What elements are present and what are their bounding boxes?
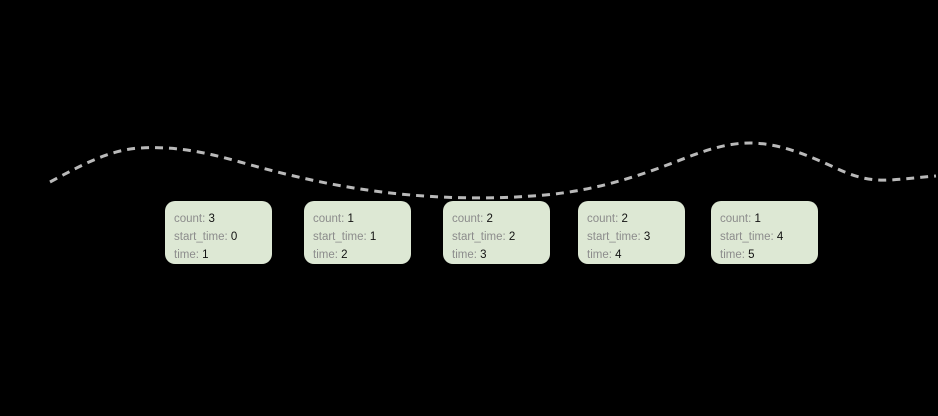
field-line: count: 2 xyxy=(452,210,550,228)
field-line: count: 1 xyxy=(313,210,411,228)
field-value: 2 xyxy=(621,213,628,225)
field-line: count: 2 xyxy=(587,210,685,228)
field-key: count: xyxy=(313,213,345,225)
field-value: 2 xyxy=(508,231,516,243)
field-key: time: xyxy=(452,249,477,261)
field-value: 2 xyxy=(341,249,348,261)
field-line: start_time: 3 xyxy=(587,228,685,246)
field-value: 0 xyxy=(230,231,238,243)
field-value: 3 xyxy=(208,213,215,225)
field-value: 1 xyxy=(369,231,377,243)
field-value: 4 xyxy=(615,249,622,261)
field-line: start_time: 0 xyxy=(174,228,272,246)
field-line: start_time: 2 xyxy=(452,228,550,246)
field-key: count: xyxy=(452,213,484,225)
field-value: 3 xyxy=(643,231,651,243)
field-line: start_time: 1 xyxy=(313,228,411,246)
field-value: 1 xyxy=(347,213,354,225)
field-line: time: 2 xyxy=(313,246,411,264)
field-line: count: 3 xyxy=(174,210,272,228)
field-line: start_time: 4 xyxy=(720,228,818,246)
field-value: 1 xyxy=(754,213,761,225)
field-value: 5 xyxy=(748,249,755,261)
field-value: 3 xyxy=(480,249,487,261)
field-value: 1 xyxy=(202,249,209,261)
field-key: count: xyxy=(174,213,206,225)
field-key: start_time: xyxy=(313,231,367,243)
field-key: count: xyxy=(720,213,752,225)
field-value: 4 xyxy=(776,231,784,243)
field-line: time: 3 xyxy=(452,246,550,264)
field-key: start_time: xyxy=(452,231,506,243)
field-line: count: 1 xyxy=(720,210,818,228)
field-key: time: xyxy=(720,249,745,261)
field-line: time: 5 xyxy=(720,246,818,264)
field-key: start_time: xyxy=(174,231,228,243)
field-key: start_time: xyxy=(720,231,774,243)
field-key: time: xyxy=(587,249,612,261)
field-line: time: 4 xyxy=(587,246,685,264)
field-key: time: xyxy=(313,249,338,261)
dashed-trend-curve xyxy=(49,141,937,200)
field-key: time: xyxy=(174,249,199,261)
field-line: time: 1 xyxy=(174,246,272,264)
field-key: count: xyxy=(587,213,619,225)
field-key: start_time: xyxy=(587,231,641,243)
field-value: 2 xyxy=(486,213,493,225)
